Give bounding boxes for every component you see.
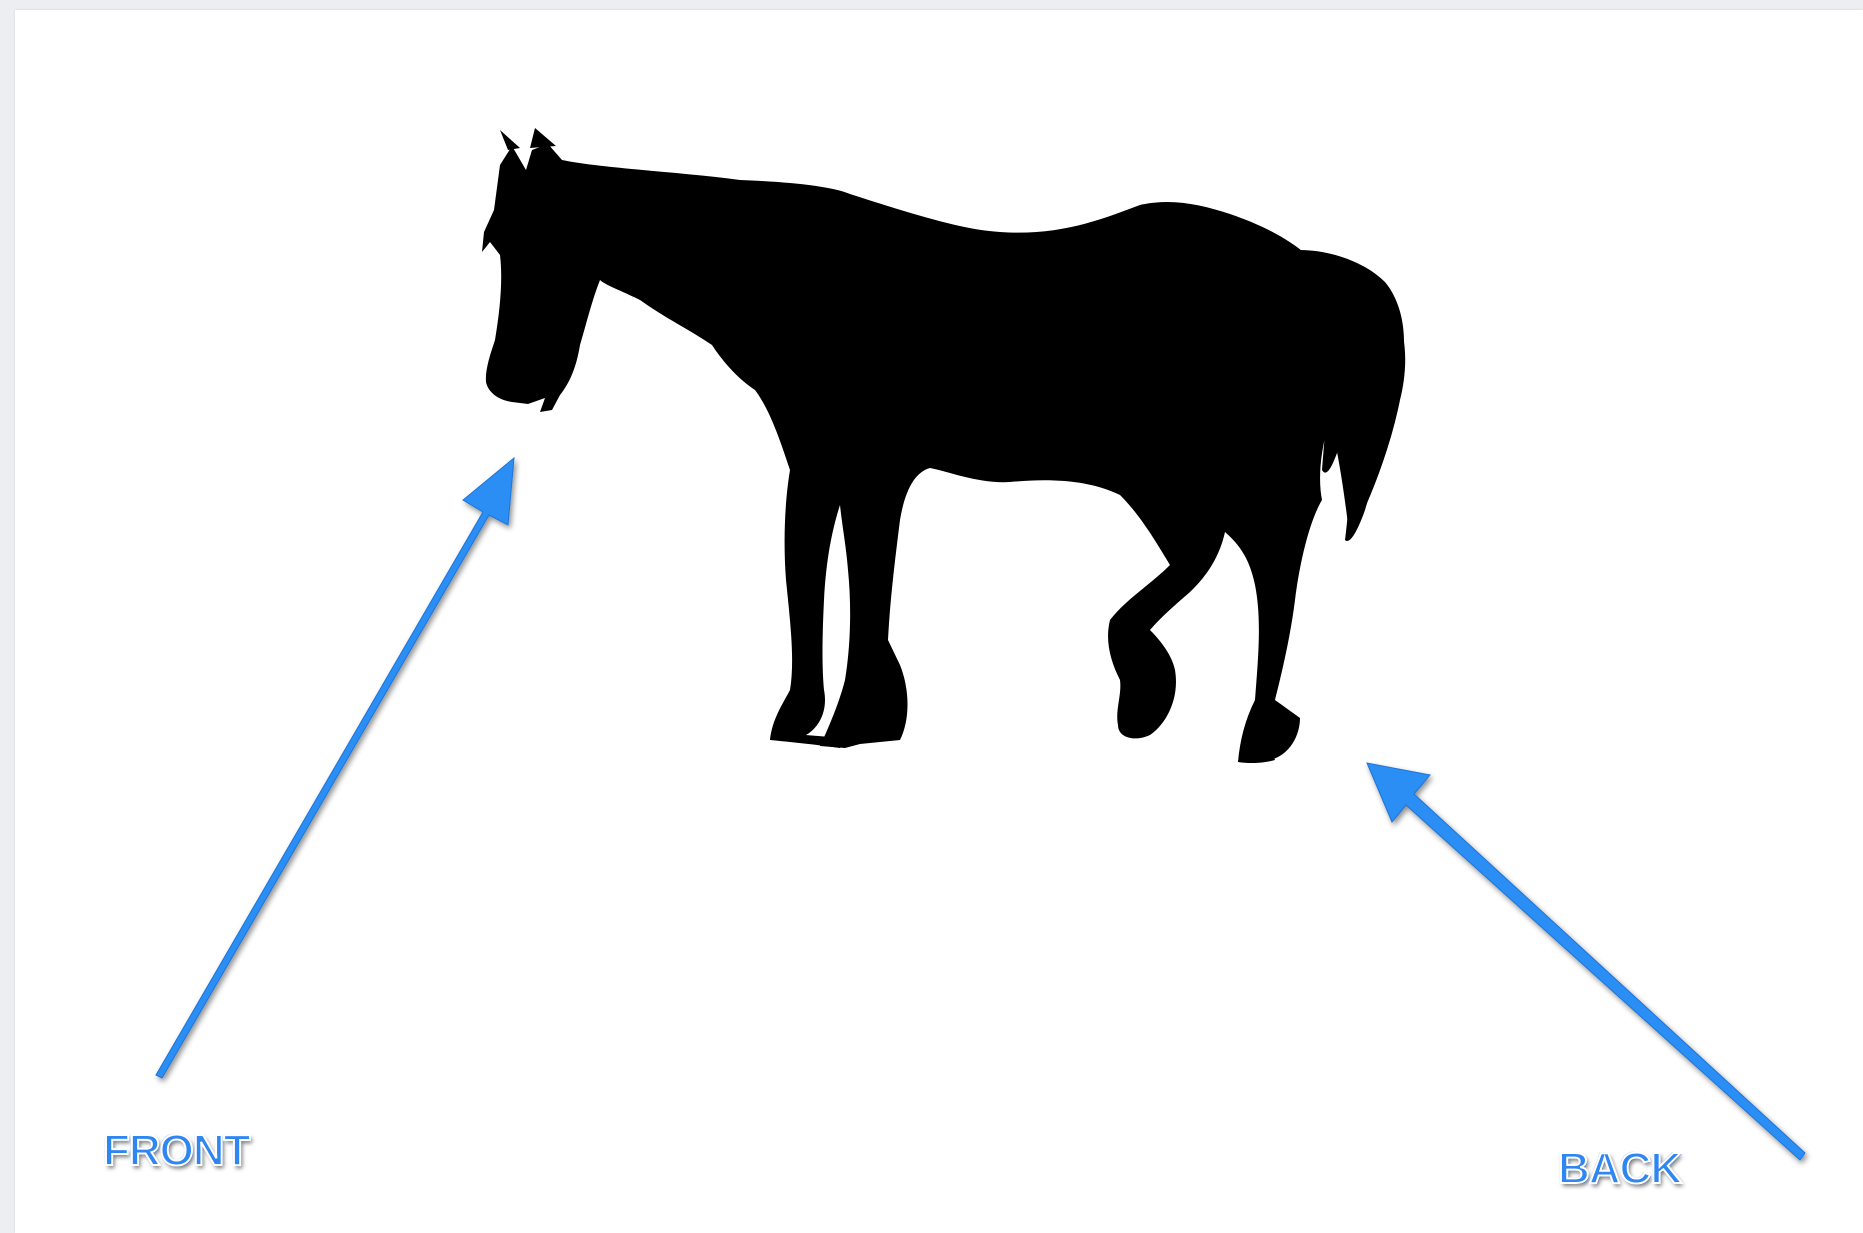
back-arrow-icon: [1366, 762, 1806, 1161]
diagram-canvas: [15, 10, 1863, 1233]
front-label: FRONT: [102, 1125, 252, 1176]
front-arrow-icon: [155, 456, 515, 1079]
horse-silhouette-icon: [482, 128, 1406, 764]
back-label: BACK: [1557, 1143, 1683, 1194]
